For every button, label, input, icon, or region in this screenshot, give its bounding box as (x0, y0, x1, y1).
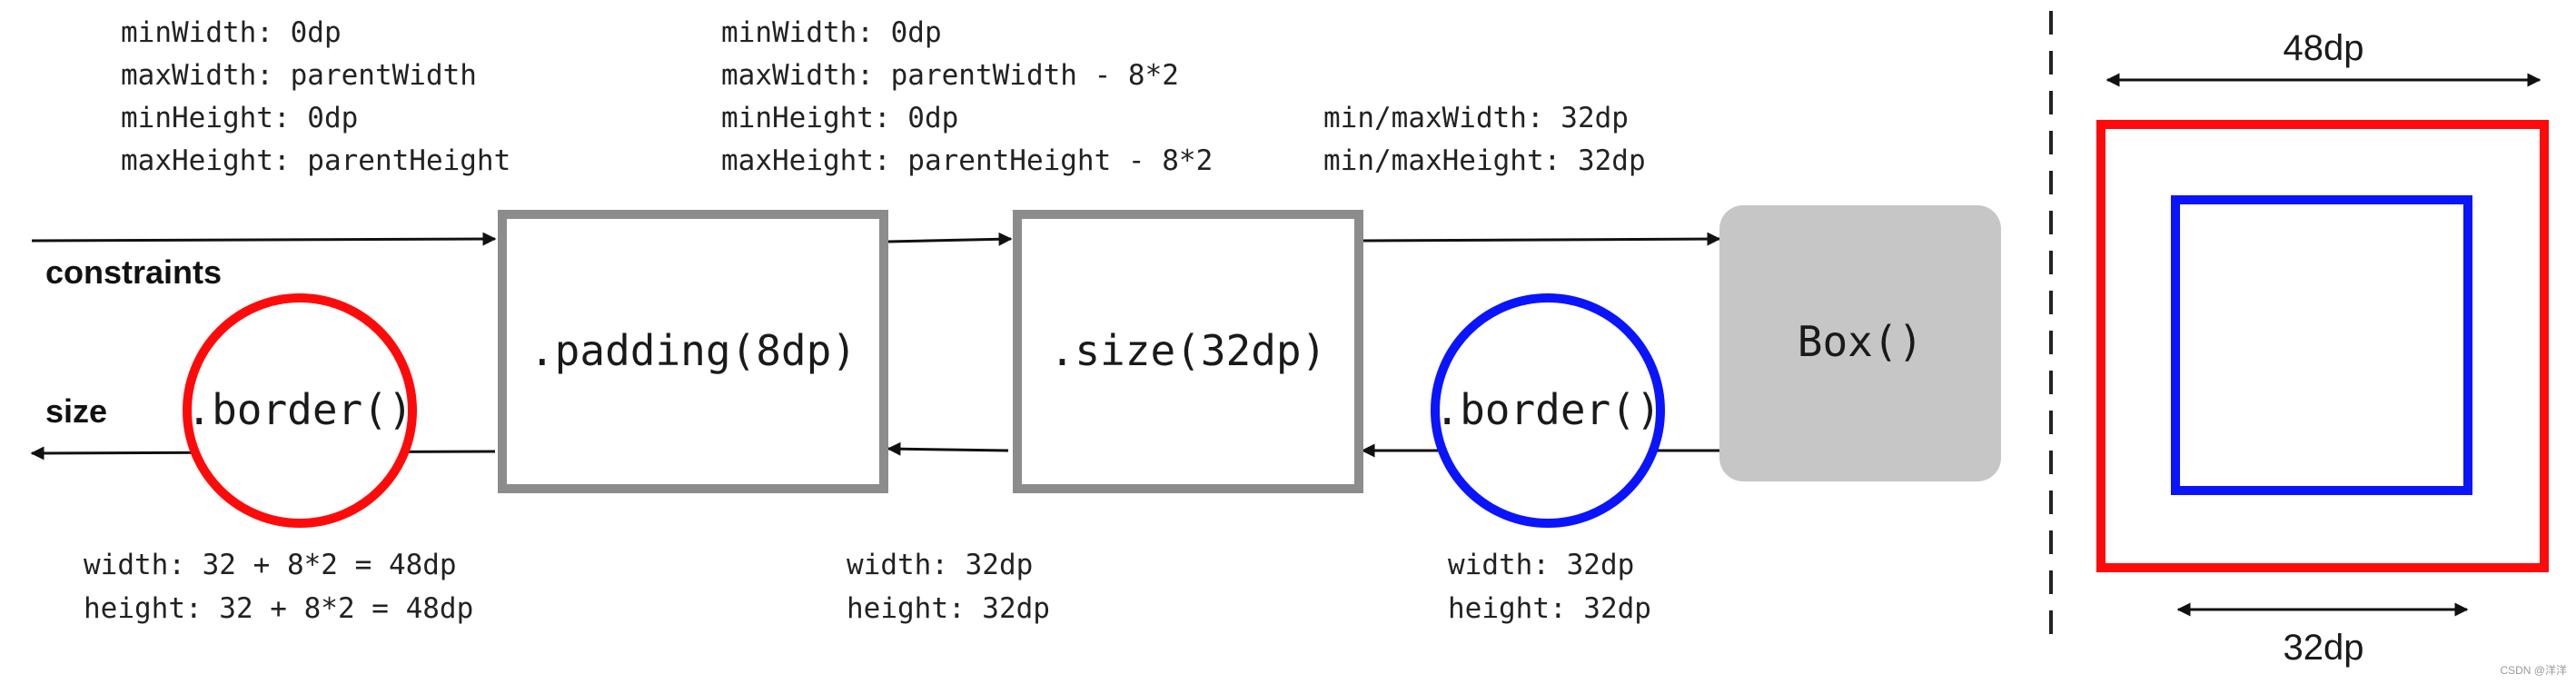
size-block-border: width: 32 + 8*2 = 48dp height: 32 + 8*2 … (84, 549, 473, 625)
constraint-line: maxWidth: parentWidth - 8*2 (721, 59, 1179, 92)
constraints-arrow-2 (887, 232, 1013, 246)
constraint-line: minWidth: 0dp (721, 16, 942, 49)
size-node (1013, 210, 1363, 493)
border-node-red-label: .border() (186, 385, 412, 434)
constraints-block-after-padding: minWidth: 0dp maxWidth: parentWidth - 8*… (721, 16, 1213, 177)
size-line: width: 32dp (847, 549, 1033, 581)
constraints-block-parent: minWidth: 0dp maxWidth: parentWidth minH… (121, 16, 510, 177)
size-block-size: width: 32dp height: 32dp (847, 549, 1050, 625)
constraint-line: maxHeight: parentHeight (121, 144, 510, 177)
border-node-blue-label: .border() (1434, 385, 1660, 434)
outer-border-square (2096, 120, 2549, 572)
constraint-line: min/maxWidth: 32dp (1323, 102, 1629, 134)
size-arrow-2 (887, 441, 1009, 456)
constraint-line: minWidth: 0dp (121, 16, 342, 49)
size-line: width: 32dp (1448, 549, 1634, 581)
inner-size-label: 32dp (2284, 628, 2364, 668)
size-line: height: 32dp (1448, 592, 1651, 625)
box-node-label: Box() (1798, 317, 1923, 366)
constraint-line: min/maxHeight: 32dp (1323, 144, 1646, 177)
size-block-box-border: width: 32dp height: 32dp (1448, 549, 1651, 625)
constraint-line: minHeight: 0dp (121, 102, 358, 134)
padding-node-label: .padding(8dp) (530, 326, 857, 375)
watermark: CSDN @洋洋 (2500, 663, 2567, 677)
size-label: size (45, 392, 107, 430)
size-node-label: .size(32dp) (1050, 326, 1327, 375)
constraints-label: constraints (45, 253, 222, 291)
size-line: height: 32 + 8*2 = 48dp (84, 592, 473, 625)
inner-border-square (2171, 195, 2472, 495)
size-line: height: 32dp (847, 592, 1050, 625)
border-node-red (183, 293, 417, 528)
constraint-line: maxWidth: parentWidth (121, 59, 477, 92)
constraints-arrow-1 (31, 232, 497, 246)
border-node-blue (1431, 293, 1665, 528)
box-node (1719, 205, 2001, 481)
constraint-line: minHeight: 0dp (721, 102, 958, 134)
outer-size-label: 48dp (2284, 28, 2364, 68)
padding-node (498, 210, 888, 493)
constraints-arrow-3 (1360, 232, 1721, 246)
constraints-block-after-size: min/maxWidth: 32dp min/maxHeight: 32dp (1323, 102, 1646, 177)
constraint-line: maxHeight: parentHeight - 8*2 (721, 144, 1213, 177)
size-line: width: 32 + 8*2 = 48dp (84, 549, 457, 581)
